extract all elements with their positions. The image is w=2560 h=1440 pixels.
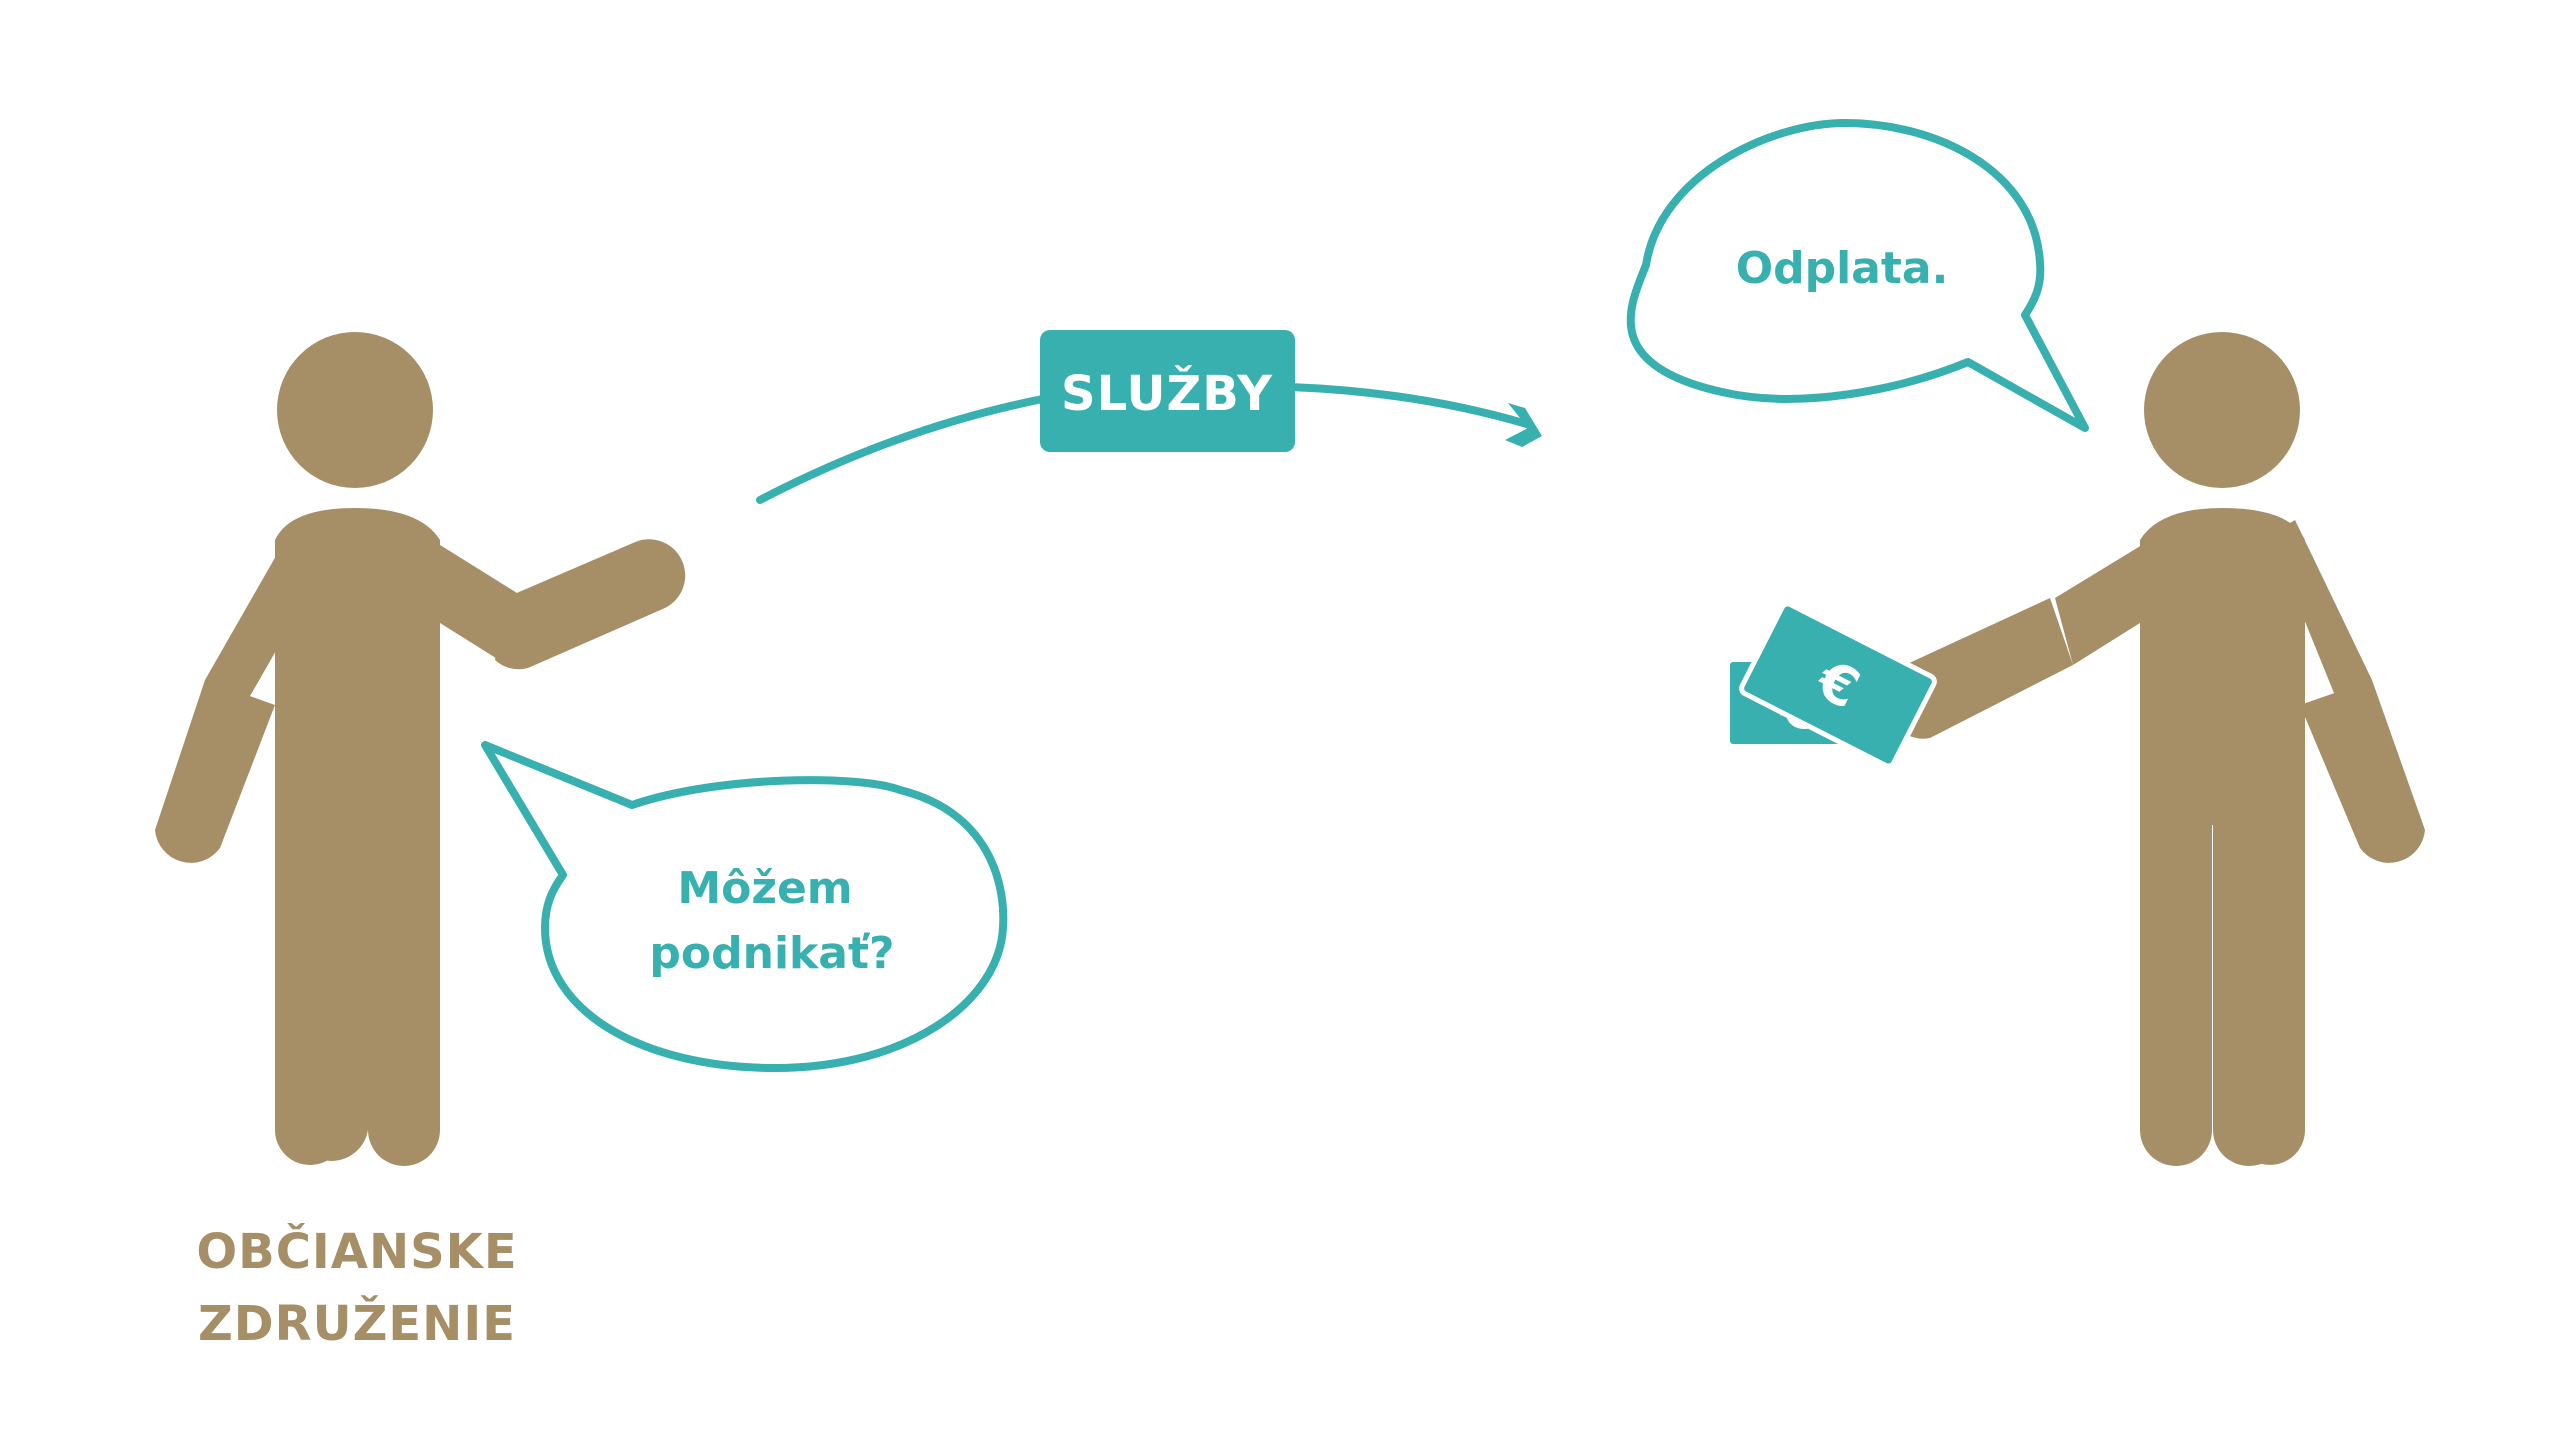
left-person-label-line2: ZDRUŽENIE <box>198 1295 516 1352</box>
services-tag-label: SLUŽBY <box>1061 365 1273 422</box>
left-speech-bubble-icon <box>481 741 1008 1072</box>
services-tag: SLUŽBY <box>1040 330 1295 452</box>
right-speech-bubble-icon <box>1626 119 2089 432</box>
left-bubble-line2: podnikať? <box>649 928 894 979</box>
left-person-icon <box>155 332 686 1166</box>
right-person-icon <box>1898 332 2425 1166</box>
left-bubble-line1: Môžem <box>677 863 852 914</box>
banknote-icon: € € <box>1726 601 1937 769</box>
right-bubble-text: Odplata. <box>1736 243 1949 294</box>
left-person-label-line1: OBČIANSKE <box>196 1223 517 1280</box>
